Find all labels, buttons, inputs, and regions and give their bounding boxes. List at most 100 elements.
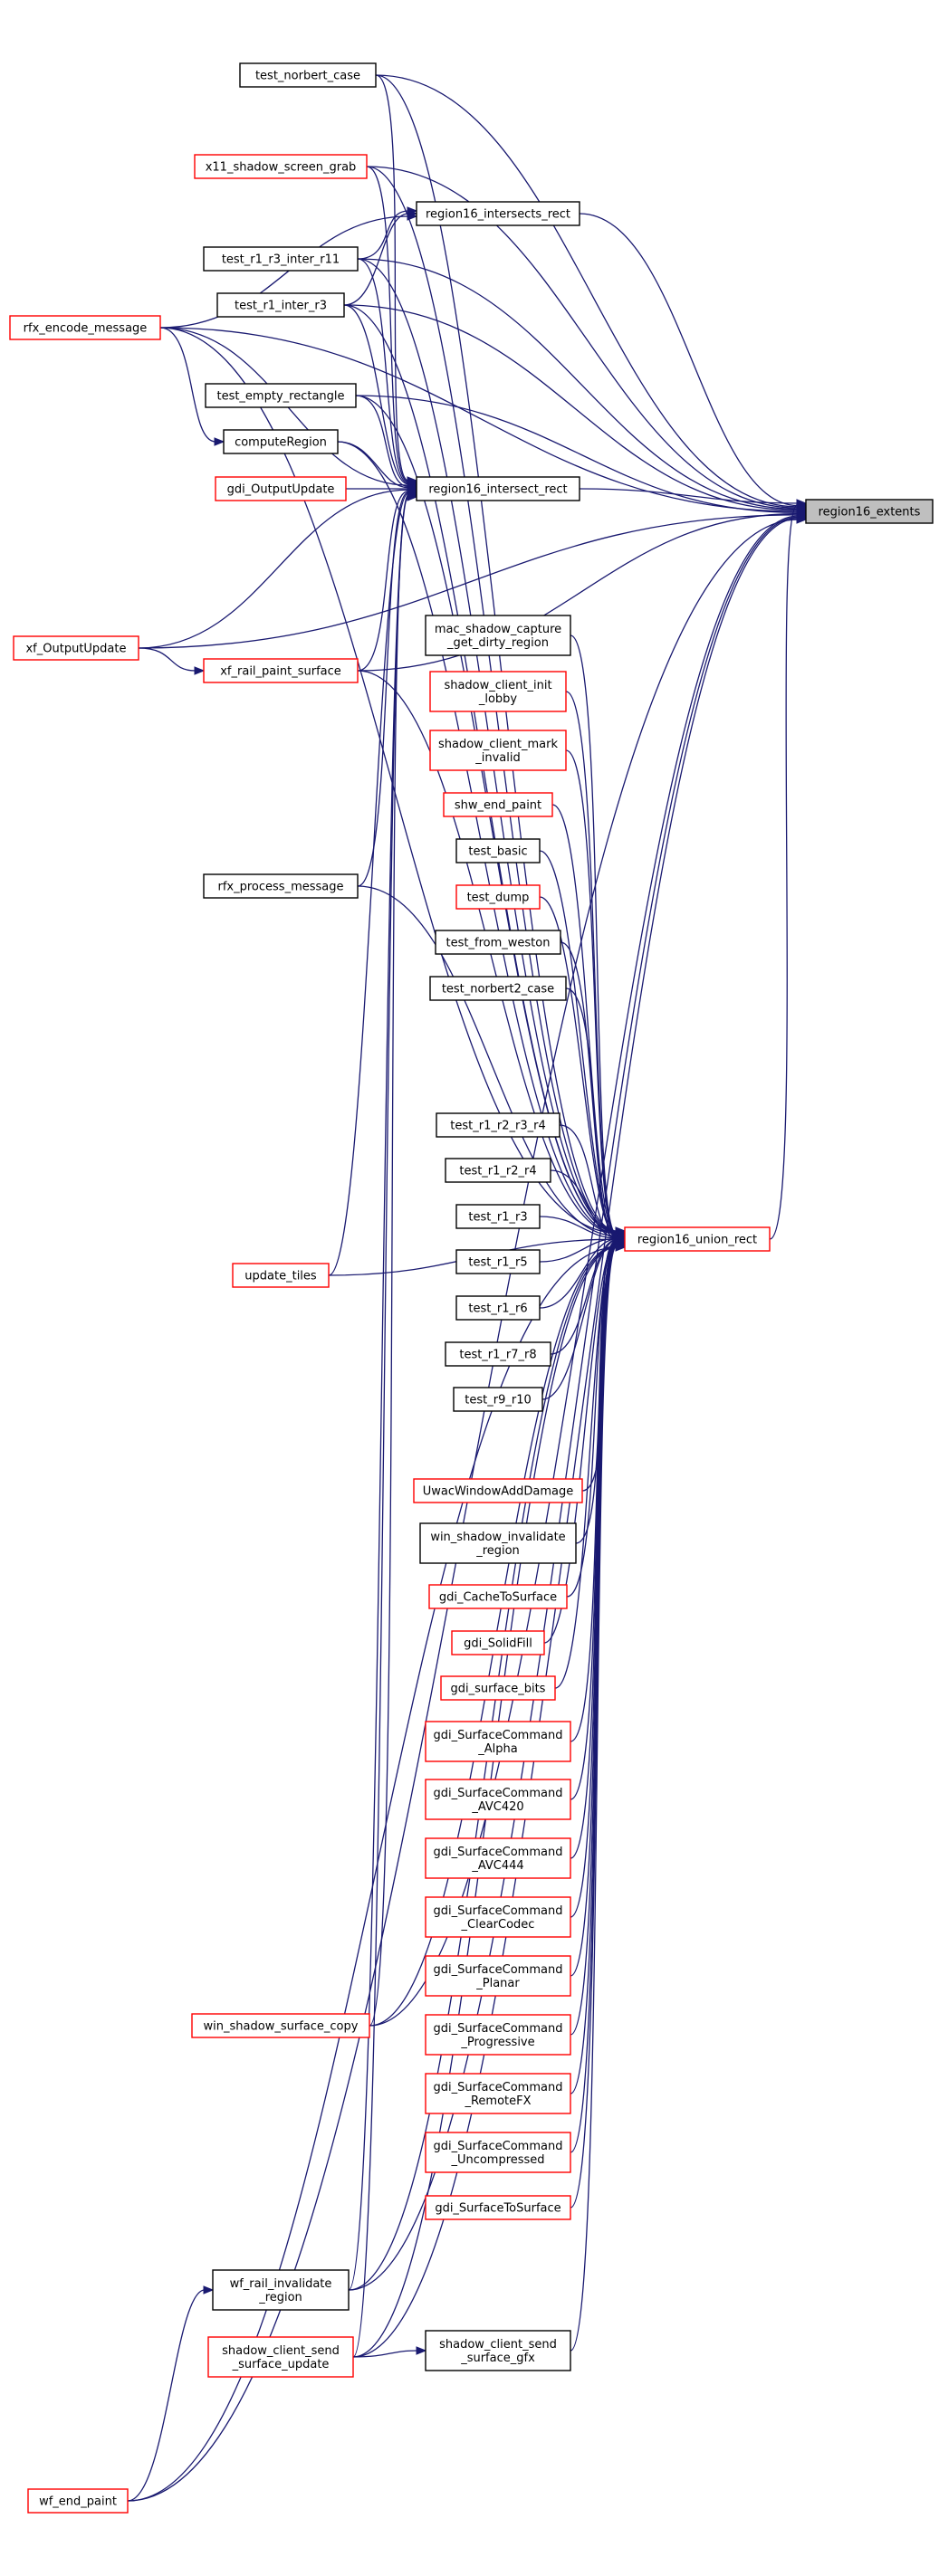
node-box[interactable] xyxy=(416,201,580,226)
node-box[interactable] xyxy=(13,635,139,661)
node-shadow_client_send_surface_gfx[interactable]: shadow_client_send_surface_gfx xyxy=(425,2330,571,2371)
node-box[interactable] xyxy=(455,1295,541,1321)
node-box[interactable] xyxy=(425,2014,571,2056)
node-box[interactable] xyxy=(425,1955,571,1997)
node-update_tiles[interactable]: update_tiles xyxy=(232,1263,330,1288)
node-gdi_OutputUpdate[interactable]: gdi_OutputUpdate xyxy=(215,476,347,501)
node-box[interactable] xyxy=(435,930,561,955)
node-win_shadow_invalidate_region[interactable]: win_shadow_invalidate_region xyxy=(419,1522,577,1564)
node-box[interactable] xyxy=(455,1204,541,1229)
node-test_norbert_case[interactable]: test_norbert_case xyxy=(239,62,377,88)
node-shw_end_paint[interactable]: shw_end_paint xyxy=(443,792,553,817)
node-xf_rail_paint_surface[interactable]: xf_rail_paint_surface xyxy=(203,658,359,683)
node-test_r1_r3[interactable]: test_r1_r3 xyxy=(455,1204,541,1229)
node-gdi_SurfaceCommand_RemoteFX[interactable]: gdi_SurfaceCommand_RemoteFX xyxy=(425,2073,571,2114)
node-box[interactable] xyxy=(425,2132,571,2173)
node-box[interactable] xyxy=(443,792,553,817)
node-box[interactable] xyxy=(207,2336,354,2378)
node-test_norbert2_case[interactable]: test_norbert2_case xyxy=(429,976,567,1001)
node-computeRegion[interactable]: computeRegion xyxy=(223,429,339,454)
node-box[interactable] xyxy=(805,499,934,524)
node-rfx_encode_message[interactable]: rfx_encode_message xyxy=(9,315,161,340)
node-box[interactable] xyxy=(455,884,541,910)
node-box[interactable] xyxy=(191,2013,370,2038)
node-box[interactable] xyxy=(624,1226,771,1252)
node-box[interactable] xyxy=(429,976,567,1001)
node-box[interactable] xyxy=(216,292,345,318)
node-box[interactable] xyxy=(425,1837,571,1879)
node-test_r1_r7_r8[interactable]: test_r1_r7_r8 xyxy=(445,1341,551,1367)
node-box[interactable] xyxy=(203,658,359,683)
node-box[interactable] xyxy=(223,429,339,454)
node-box[interactable] xyxy=(455,838,541,863)
node-box[interactable] xyxy=(451,1630,545,1655)
node-box[interactable] xyxy=(436,1112,561,1138)
node-box[interactable] xyxy=(425,1779,571,1820)
node-box[interactable] xyxy=(445,1341,551,1367)
node-box[interactable] xyxy=(203,246,359,272)
node-gdi_SurfaceCommand_Uncompressed[interactable]: gdi_SurfaceCommand_Uncompressed xyxy=(425,2132,571,2173)
node-box[interactable] xyxy=(27,2488,129,2514)
node-region16_union_rect[interactable]: region16_union_rect xyxy=(624,1226,771,1252)
node-box[interactable] xyxy=(413,1478,583,1503)
node-test_r1_r5[interactable]: test_r1_r5 xyxy=(455,1249,541,1274)
node-test_r9_r10[interactable]: test_r9_r10 xyxy=(453,1387,543,1412)
node-box[interactable] xyxy=(425,2073,571,2114)
node-region16_intersects_rect[interactable]: region16_intersects_rect xyxy=(416,201,580,226)
node-box[interactable] xyxy=(9,315,161,340)
node-box[interactable] xyxy=(425,615,571,656)
node-x11_shadow_screen_grab[interactable]: x11_shadow_screen_grab xyxy=(194,154,368,179)
node-box[interactable] xyxy=(239,62,377,88)
node-box[interactable] xyxy=(194,154,368,179)
node-gdi_SolidFill[interactable]: gdi_SolidFill xyxy=(451,1630,545,1655)
node-rfx_process_message[interactable]: rfx_process_message xyxy=(203,873,359,899)
node-box[interactable] xyxy=(232,1263,330,1288)
node-test_basic[interactable]: test_basic xyxy=(455,838,541,863)
node-xf_OutputUpdate[interactable]: xf_OutputUpdate xyxy=(13,635,139,661)
node-box[interactable] xyxy=(419,1522,577,1564)
node-box[interactable] xyxy=(203,873,359,899)
node-shadow_client_send_surface_update[interactable]: shadow_client_send_surface_update xyxy=(207,2336,354,2378)
node-box[interactable] xyxy=(453,1387,543,1412)
node-UwacWindowAddDamage[interactable]: UwacWindowAddDamage xyxy=(413,1478,583,1503)
node-gdi_SurfaceToSurface[interactable]: gdi_SurfaceToSurface xyxy=(425,2195,571,2220)
node-box[interactable] xyxy=(425,2195,571,2220)
node-gdi_SurfaceCommand_Planar[interactable]: gdi_SurfaceCommand_Planar xyxy=(425,1955,571,1997)
node-box[interactable] xyxy=(425,1721,571,1762)
node-box[interactable] xyxy=(425,1896,571,1938)
node-box[interactable] xyxy=(212,2269,350,2311)
node-box[interactable] xyxy=(425,2330,571,2371)
node-wf_end_paint[interactable]: wf_end_paint xyxy=(27,2488,129,2514)
node-gdi_CacheToSurface[interactable]: gdi_CacheToSurface xyxy=(428,1584,568,1609)
node-test_r1_r2_r3_r4[interactable]: test_r1_r2_r3_r4 xyxy=(436,1112,561,1138)
node-test_r1_r6[interactable]: test_r1_r6 xyxy=(455,1295,541,1321)
node-box[interactable] xyxy=(455,1249,541,1274)
node-box[interactable] xyxy=(440,1675,556,1701)
node-shadow_client_init_lobby[interactable]: shadow_client_init_lobby xyxy=(429,671,567,712)
node-gdi_SurfaceCommand_ClearCodec[interactable]: gdi_SurfaceCommand_ClearCodec xyxy=(425,1896,571,1938)
node-gdi_SurfaceCommand_Alpha[interactable]: gdi_SurfaceCommand_Alpha xyxy=(425,1721,571,1762)
node-region16_extents[interactable]: region16_extents xyxy=(805,499,934,524)
node-mac_shadow_capture[interactable]: mac_shadow_capture_get_dirty_region xyxy=(425,615,571,656)
node-test_r1_r2_r4[interactable]: test_r1_r2_r4 xyxy=(445,1158,551,1183)
node-test_r1_r3_inter_r11[interactable]: test_r1_r3_inter_r11 xyxy=(203,246,359,272)
node-box[interactable] xyxy=(445,1158,551,1183)
node-gdi_surface_bits[interactable]: gdi_surface_bits xyxy=(440,1675,556,1701)
node-gdi_SurfaceCommand_AVC420[interactable]: gdi_SurfaceCommand_AVC420 xyxy=(425,1779,571,1820)
node-region16_intersect_rect[interactable]: region16_intersect_rect xyxy=(416,476,580,501)
node-wf_rail_invalidate_region[interactable]: wf_rail_invalidate_region xyxy=(212,2269,350,2311)
node-test_dump[interactable]: test_dump xyxy=(455,884,541,910)
node-test_empty_rectangle[interactable]: test_empty_rectangle xyxy=(205,383,357,408)
node-gdi_SurfaceCommand_Progressive[interactable]: gdi_SurfaceCommand_Progressive xyxy=(425,2014,571,2056)
node-test_from_weston[interactable]: test_from_weston xyxy=(435,930,561,955)
node-shadow_client_mark_invalid[interactable]: shadow_client_mark_invalid xyxy=(429,730,567,771)
node-win_shadow_surface_copy[interactable]: win_shadow_surface_copy xyxy=(191,2013,370,2038)
node-box[interactable] xyxy=(429,730,567,771)
node-box[interactable] xyxy=(428,1584,568,1609)
node-box[interactable] xyxy=(416,476,580,501)
node-gdi_SurfaceCommand_AVC444[interactable]: gdi_SurfaceCommand_AVC444 xyxy=(425,1837,571,1879)
node-box[interactable] xyxy=(215,476,347,501)
node-box[interactable] xyxy=(429,671,567,712)
node-box[interactable] xyxy=(205,383,357,408)
node-test_r1_inter_r3[interactable]: test_r1_inter_r3 xyxy=(216,292,345,318)
